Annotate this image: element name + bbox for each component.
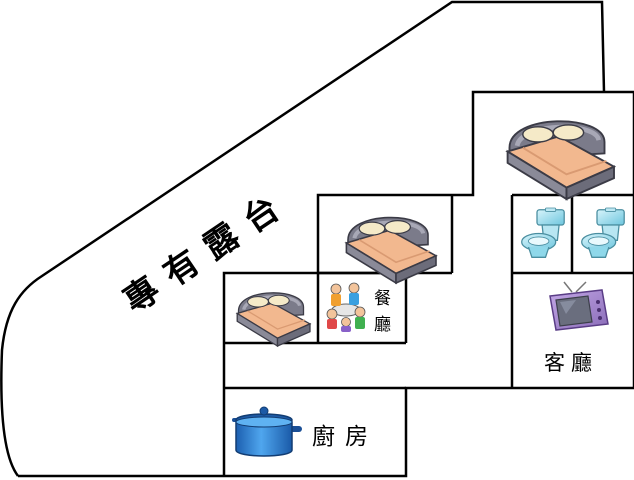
dining-people-icon (326, 282, 366, 332)
toilet-icon-left (521, 207, 565, 258)
pot-icon (232, 406, 302, 457)
bed-icon-large (508, 121, 614, 199)
tv-icon (549, 281, 609, 331)
living-label: 客廳 (544, 351, 598, 375)
bed-icon-small (235, 291, 312, 348)
toilet-icon-right (581, 207, 625, 258)
outer-wall (0, 0, 606, 477)
dining-label-bottom: 廳 (374, 315, 391, 335)
kitchen-label: 廚房 (312, 424, 378, 450)
dining-label-top: 餐 (374, 289, 391, 309)
walls (18, 90, 634, 478)
